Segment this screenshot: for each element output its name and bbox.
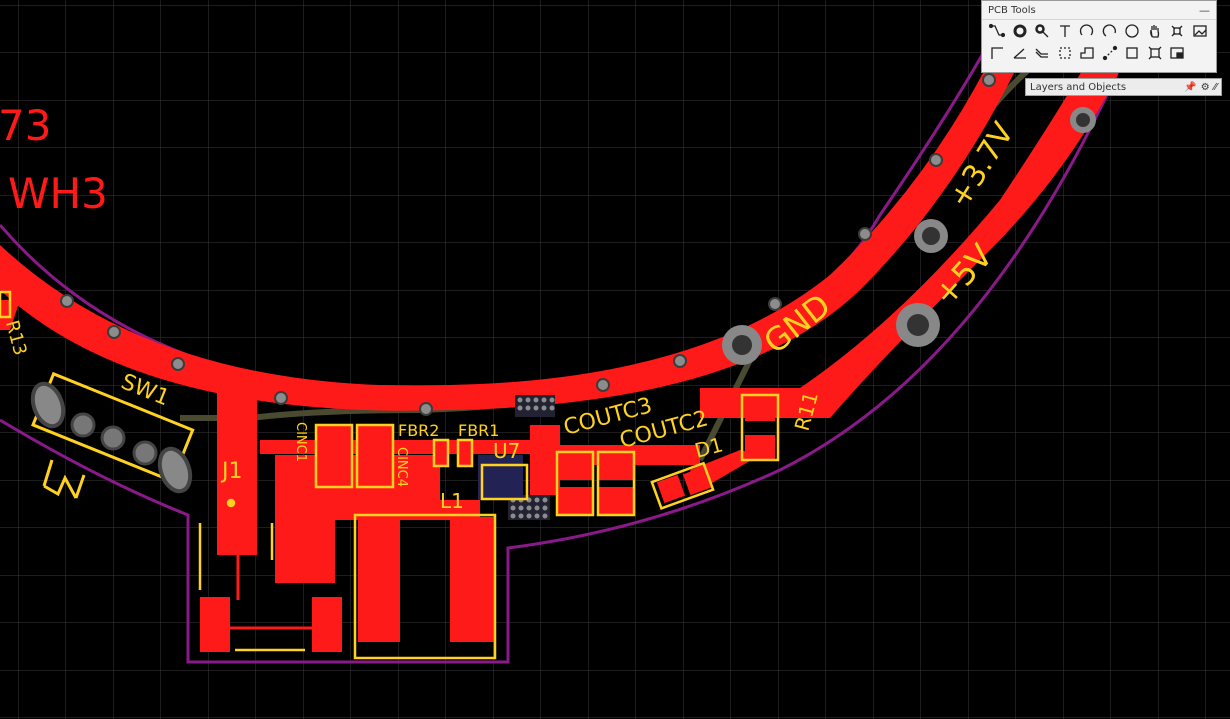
image-tool[interactable] (1189, 20, 1212, 42)
angle-tool[interactable] (1009, 42, 1032, 64)
ref-wh3-label: WH3 (8, 169, 108, 218)
ref-73-label: 73 (0, 101, 51, 150)
rectangle-icon (1126, 47, 1138, 59)
group-icon (1148, 46, 1162, 60)
ref-j1-label: J1 (220, 459, 243, 484)
pcb-tools-title: PCB Tools (988, 4, 1036, 16)
panel-icon (1170, 47, 1184, 59)
via-icon (1013, 24, 1027, 38)
tool-row-1 (982, 20, 1216, 42)
component-icon (1171, 25, 1183, 37)
ref-cinc1-label: CINC1 (293, 422, 308, 462)
text-tool[interactable] (1054, 20, 1077, 42)
layers-and-objects-panel[interactable]: Layers and Objects 📌 ⚙ ⁄⁄ (1025, 78, 1222, 96)
route-track-icon (989, 23, 1006, 38)
ref-fbr2-label: FBR2 (398, 421, 439, 440)
copper-layer (0, 40, 1135, 652)
minimize-button[interactable]: — (1199, 3, 1210, 17)
circle-icon (1125, 24, 1139, 38)
corner-line-tool[interactable] (986, 42, 1009, 64)
arc-alt-tool[interactable] (1099, 20, 1122, 42)
large-vias (722, 107, 1096, 365)
pad-tool[interactable] (1031, 20, 1054, 42)
text-icon (1059, 25, 1070, 37)
silkscreen-outlines (0, 290, 780, 660)
tool-row-2 (982, 42, 1216, 64)
pad-icon (1035, 24, 1049, 38)
dimension-tool[interactable] (1099, 42, 1122, 64)
ref-fbr1-label: FBR1 (458, 421, 499, 440)
ref-l1-label: L1 (440, 489, 464, 513)
u7-body (478, 455, 523, 500)
polygon-tool[interactable] (1076, 42, 1099, 64)
image-icon (1193, 25, 1207, 37)
arc-icon (1080, 24, 1094, 36)
settings-icon[interactable]: ⚙ (1200, 81, 1210, 93)
layers-panel-controls: 📌 ⚙ ⁄⁄ (1184, 82, 1217, 93)
circle-tool[interactable] (1121, 20, 1144, 42)
sw1-footprint (30, 371, 195, 499)
resize-grip-icon[interactable]: ⁄⁄ (1213, 81, 1217, 93)
ref-cinc4-label: CINC4 (394, 447, 409, 487)
pcb-tools-panel[interactable]: PCB Tools — (981, 0, 1217, 73)
arc-tool[interactable] (1076, 20, 1099, 42)
pan-tool[interactable] (1144, 20, 1167, 42)
arc-alt-icon (1102, 24, 1116, 37)
pan-hand-icon (1149, 25, 1159, 38)
group-tool[interactable] (1144, 42, 1167, 64)
panel-tool[interactable] (1166, 42, 1189, 64)
corner-line-icon (991, 47, 1004, 59)
via-tool[interactable] (1009, 20, 1032, 42)
angle-icon (1013, 48, 1026, 59)
polygon-icon (1080, 47, 1094, 59)
vias (60, 73, 996, 416)
diff-pair-tool[interactable] (1031, 42, 1054, 64)
layers-panel-title: Layers and Objects (1030, 81, 1127, 93)
region-tool[interactable] (1054, 42, 1077, 64)
dimension-icon (1102, 45, 1117, 61)
rectangle-tool[interactable] (1121, 42, 1144, 64)
ref-u7-label: U7 (493, 439, 520, 463)
thermal-vias-top (515, 395, 555, 417)
component-tool[interactable] (1166, 20, 1189, 42)
region-icon (1059, 47, 1071, 59)
diff-pair-icon (1035, 48, 1049, 58)
pin-icon[interactable]: 📌 (1184, 81, 1197, 93)
pcb-tools-title-bar[interactable]: PCB Tools — (982, 1, 1216, 20)
route-track-tool[interactable] (986, 20, 1009, 42)
